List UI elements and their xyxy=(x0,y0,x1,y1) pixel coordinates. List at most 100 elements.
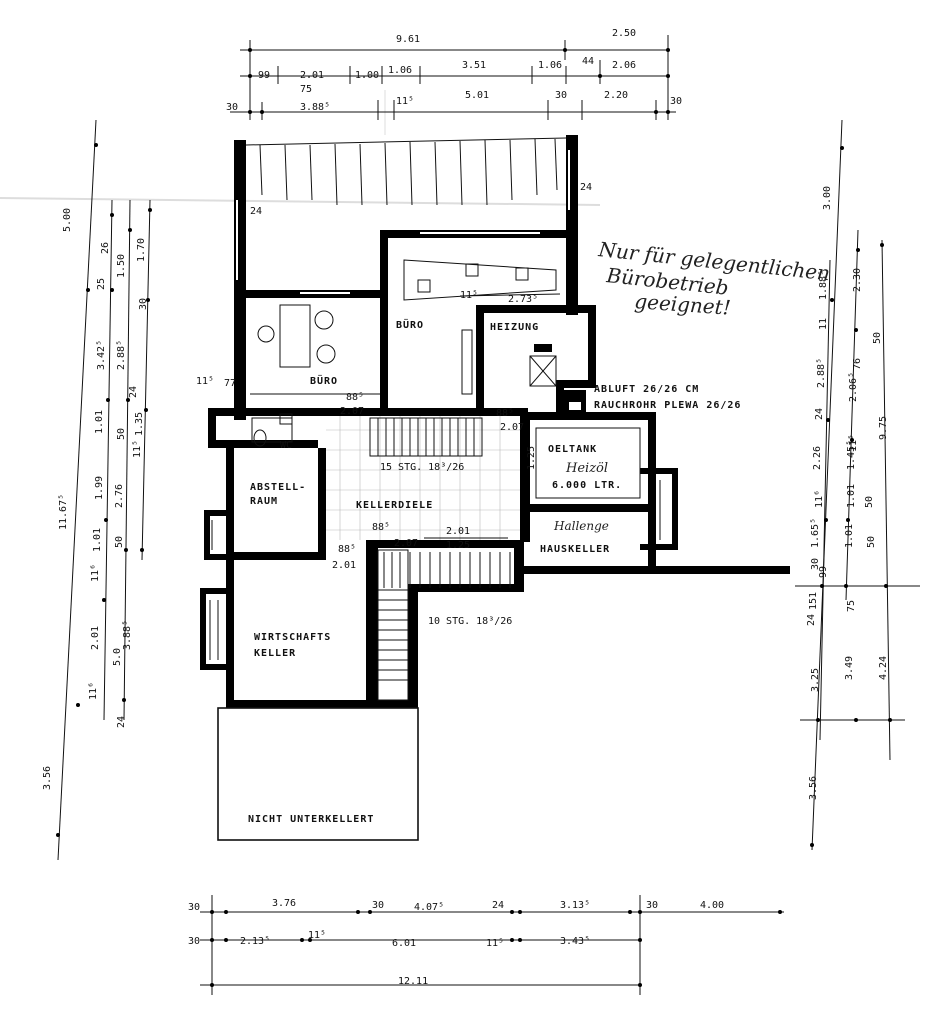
dim-left-mid-11: 24 xyxy=(116,716,127,728)
dim-top-b: 2.01 xyxy=(300,70,324,81)
dim-top-a: 99 xyxy=(258,70,270,81)
stair-upper-label: 15 STG. 18³/26 xyxy=(380,462,464,473)
dim-top-k: 3.88⁵ xyxy=(300,102,330,113)
dim-top-e: 3.51 xyxy=(462,60,486,71)
dim-top-right: 2.50 xyxy=(612,28,636,39)
terrace-hatch xyxy=(245,137,567,206)
dim-bottom-f: 3.13⁵ xyxy=(560,900,590,911)
dim-right-mid-1: 1.88⁵ xyxy=(818,270,829,300)
hauskeller-handwritten: Hallenge xyxy=(553,519,609,533)
dim-bottom-k: 11⁵ xyxy=(308,930,326,941)
dim-left-small-3: 1.35 xyxy=(134,412,145,436)
room-wirtschaftskeller-2: KELLER xyxy=(254,648,296,659)
dim-left-inner-4: 50 xyxy=(116,428,127,440)
dim-right-mid-7: 1.65⁵ xyxy=(810,518,821,548)
dim-interior-6: 1.25 xyxy=(446,540,470,551)
dim-interior-2: 11⁵ xyxy=(460,290,478,301)
dim-interior-8: 2.07 xyxy=(394,538,418,549)
dim-top-n: 30 xyxy=(555,90,567,101)
room-abstellraum-2: RAUM xyxy=(250,496,278,507)
dim-top-f: 1.06 xyxy=(538,60,562,71)
dim-bottom-g: 30 xyxy=(646,900,658,911)
dim-left-mid-2: 25 xyxy=(96,278,107,290)
dim-left-inner-3: 24 xyxy=(128,386,139,398)
dim-interior-5: 2.01 xyxy=(446,526,470,537)
dim-right-inner-3: 2.06⁵ xyxy=(848,372,859,402)
dim-top-g: 44 xyxy=(582,56,594,67)
dim-interior-16: 24 xyxy=(580,182,592,193)
dim-left-mid-7: 1.01 xyxy=(92,528,103,552)
dim-bottom-c: 30 xyxy=(372,900,384,911)
wc-fixtures xyxy=(251,413,293,447)
room-wirtschaftskeller-1: WIRTSCHAFTS xyxy=(254,632,331,643)
dim-top-d: 1.06 xyxy=(388,65,412,76)
bottom-dimension-chains: 30 3.76 30 4.07⁵ 24 3.13⁵ 30 4.00 30 2.1… xyxy=(188,895,784,995)
dim-right-outer-3: 3.56 xyxy=(808,776,819,800)
dim-right-inner-9: 3.49 xyxy=(844,656,855,680)
dim-bottom-e: 24 xyxy=(492,900,504,911)
room-hauskeller: HAUSKELLER xyxy=(540,544,610,555)
kellerdiele-tiles xyxy=(326,416,520,540)
heizung-boiler xyxy=(529,344,557,387)
dim-interior-11: 2.07 xyxy=(500,422,524,433)
dim-top-m: 5.01 xyxy=(465,90,489,101)
dim-left-small-2: 30 xyxy=(138,298,149,310)
room-nicht-unterkellert: NICHT UNTERKELLERT xyxy=(248,814,374,825)
dim-left-inner-5: 2.76 xyxy=(114,484,125,508)
dim-interior-3: 88⁵ xyxy=(346,392,364,403)
dim-bottom-d: 4.07⁵ xyxy=(414,902,444,913)
unexcavated-area xyxy=(217,707,419,841)
dim-top-i: 75 xyxy=(300,84,312,95)
dim-left-inner-2: 2.88⁵ xyxy=(116,340,127,370)
dim-right-inner-8: 75 xyxy=(846,600,857,612)
room-buero-left: BÜRO xyxy=(310,373,338,387)
room-buero-right: BÜRO xyxy=(396,317,424,331)
dim-right-inner-10: 4.24 xyxy=(878,656,889,680)
room-oeltank: OELTANK xyxy=(548,444,597,455)
note-rauchrohr: RAUCHROHR PLEWA 26/26 xyxy=(594,400,741,411)
dim-bottom-total: 12.11 xyxy=(398,976,428,987)
dim-right-mid-11: 24 xyxy=(806,614,817,626)
dim-interior-7: 88⁵ xyxy=(372,522,390,533)
left-dimension-chains: 5.00 11.67⁵ 3.56 26 25 3.42⁵ 1.01 1.99 1… xyxy=(42,119,152,861)
dim-left-outer-3: 3.56 xyxy=(42,766,53,790)
room-wc: WC xyxy=(280,440,292,451)
dim-left-mid-1: 26 xyxy=(100,242,111,254)
dim-bottom-n: 3.43⁵ xyxy=(560,936,590,947)
dim-top-p: 30 xyxy=(670,96,682,107)
dim-bottom-h: 4.00 xyxy=(700,900,724,911)
dim-left-small-4: 11⁵ xyxy=(132,440,143,458)
stair-lower-label: 10 STG. 18³/26 xyxy=(428,616,512,627)
dim-right-mid-9: 99 xyxy=(818,566,829,578)
dim-right-small-3: 50 xyxy=(866,536,877,548)
buero-left-furniture xyxy=(250,304,380,395)
dim-interior-4: 2.07 xyxy=(340,406,364,417)
dim-right-mid-10: 151 xyxy=(808,592,819,610)
dim-interior-12: 77 xyxy=(224,378,236,389)
dim-right-small-1: 76 xyxy=(852,358,863,370)
dim-left-mid-5: 1.01 xyxy=(94,410,105,434)
right-dimension-chains: 3.00 9.75 3.56 1.88⁵ 11 2.88⁵ 24 2.26 11… xyxy=(795,119,920,851)
buero-right-furniture xyxy=(403,259,557,395)
interior-dimensions: 2.73⁵ 11⁵ 88⁵ 2.07 2.01 1.25 88⁵ 2.07 88… xyxy=(196,182,592,571)
dim-right-inner-1: 2.30 xyxy=(852,268,863,292)
dim-right-mid-8: 30 xyxy=(810,558,821,570)
upper-staircase xyxy=(369,417,483,457)
dim-bottom-l: 6.01 xyxy=(392,938,416,949)
dim-top-o: 2.20 xyxy=(604,90,628,101)
dim-left-mid-8: 11⁶ xyxy=(90,564,101,582)
dim-left-mid-9: 2.01 xyxy=(90,626,101,650)
dim-right-inner-6: 50 xyxy=(864,496,875,508)
dim-right-small-2: 11⁵ xyxy=(848,434,859,452)
dim-left-mid-3: 3.42⁵ xyxy=(96,340,107,370)
dim-right-outer-2: 9.75 xyxy=(878,416,889,440)
dim-interior-15: 11⁵ xyxy=(196,376,214,387)
dim-left-mid-6: 1.99 xyxy=(94,476,105,500)
dim-left-inner-1: 1.50 xyxy=(116,254,127,278)
dim-right-inner-2: 50 xyxy=(872,332,883,344)
dim-bottom-m: 11⁵ xyxy=(486,938,504,949)
dim-right-mid-3: 2.88⁵ xyxy=(816,358,827,388)
dim-right-inner-5: 1.01 xyxy=(846,484,857,508)
dim-top-total: 9.61 xyxy=(396,34,420,45)
dim-top-c: 1.00 xyxy=(355,70,379,81)
